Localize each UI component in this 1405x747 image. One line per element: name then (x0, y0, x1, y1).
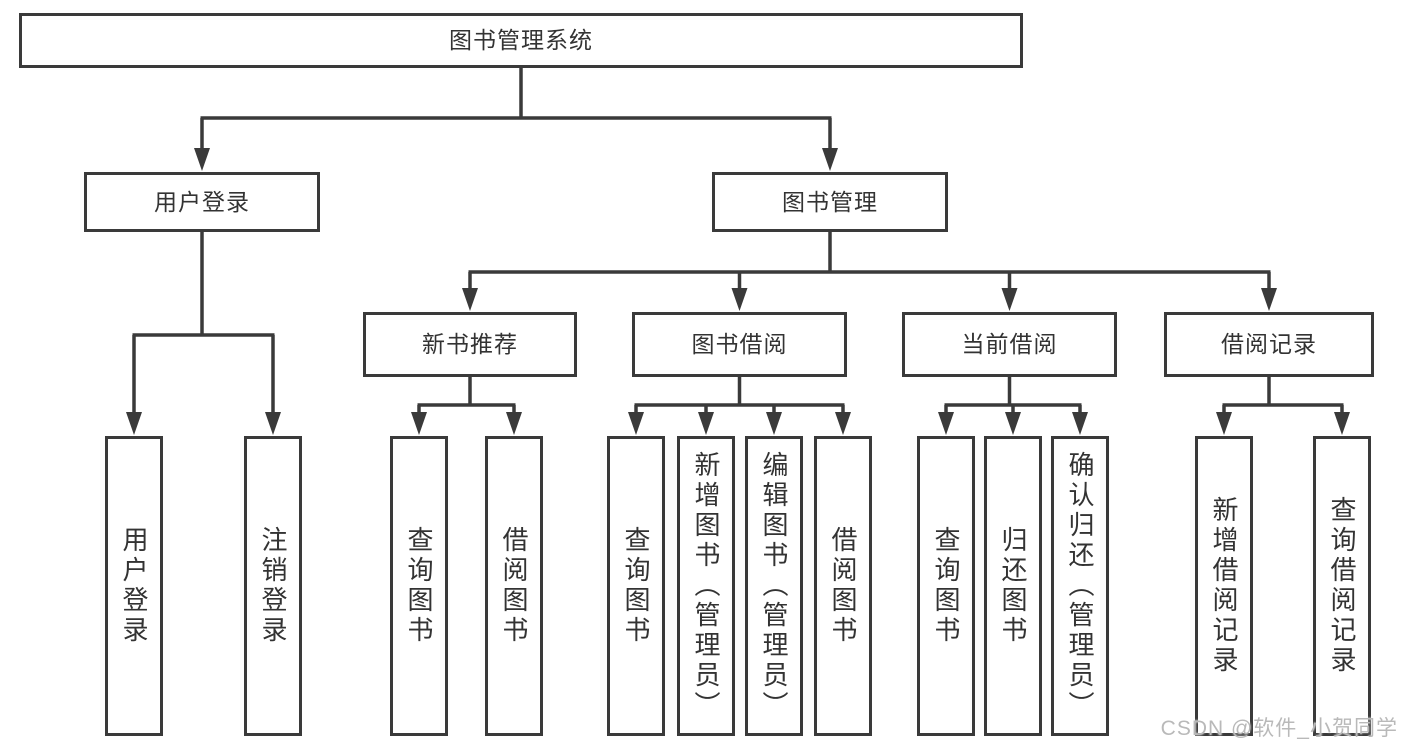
leaf-query-books-recommend: 查询图书 (390, 436, 448, 736)
leaf-add-borrow-record: 新增借阅记录 (1195, 436, 1253, 736)
leaf-user-login: 用户登录 (105, 436, 163, 736)
leaf-query-books-current: 查询图书 (917, 436, 975, 736)
edge-root-to-level2 (200, 68, 832, 151)
leaf-confirm-return-admin: 确认归还（管理员） (1051, 436, 1109, 736)
leaf-borrow-books: 借阅图书 (814, 436, 872, 736)
csdn-watermark: CSDN @软件_小贺同学 (1160, 717, 1398, 740)
arrowheads (126, 148, 1350, 435)
leaf-edit-books-admin: 编辑图书（管理员） (745, 436, 803, 736)
node-borrowing-records: 借阅记录 (1164, 312, 1374, 377)
edge-bookmgmt-to-level3 (468, 232, 1271, 291)
edge-records-to-leaves (1222, 377, 1344, 415)
leaf-logout: 注销登录 (244, 436, 302, 736)
node-book-borrowing: 图书借阅 (632, 312, 847, 377)
leaf-add-books-admin: 新增图书（管理员） (677, 436, 735, 736)
edge-borrow-to-leaves (634, 377, 845, 415)
leaf-query-borrow-record: 查询借阅记录 (1313, 436, 1371, 736)
edge-userlogin-to-leaves (132, 232, 275, 415)
node-new-book-recommend: 新书推荐 (363, 312, 577, 377)
node-user-login: 用户登录 (84, 172, 320, 232)
leaf-borrow-books-recommend: 借阅图书 (485, 436, 543, 736)
edge-newbook-to-leaves (417, 377, 516, 415)
leaf-query-books-borrow: 查询图书 (607, 436, 665, 736)
node-book-management: 图书管理 (712, 172, 948, 232)
edge-current-to-leaves (944, 377, 1082, 415)
node-library-management-system: 图书管理系统 (19, 13, 1023, 68)
leaf-return-books: 归还图书 (984, 436, 1042, 736)
node-current-borrowing: 当前借阅 (902, 312, 1117, 377)
